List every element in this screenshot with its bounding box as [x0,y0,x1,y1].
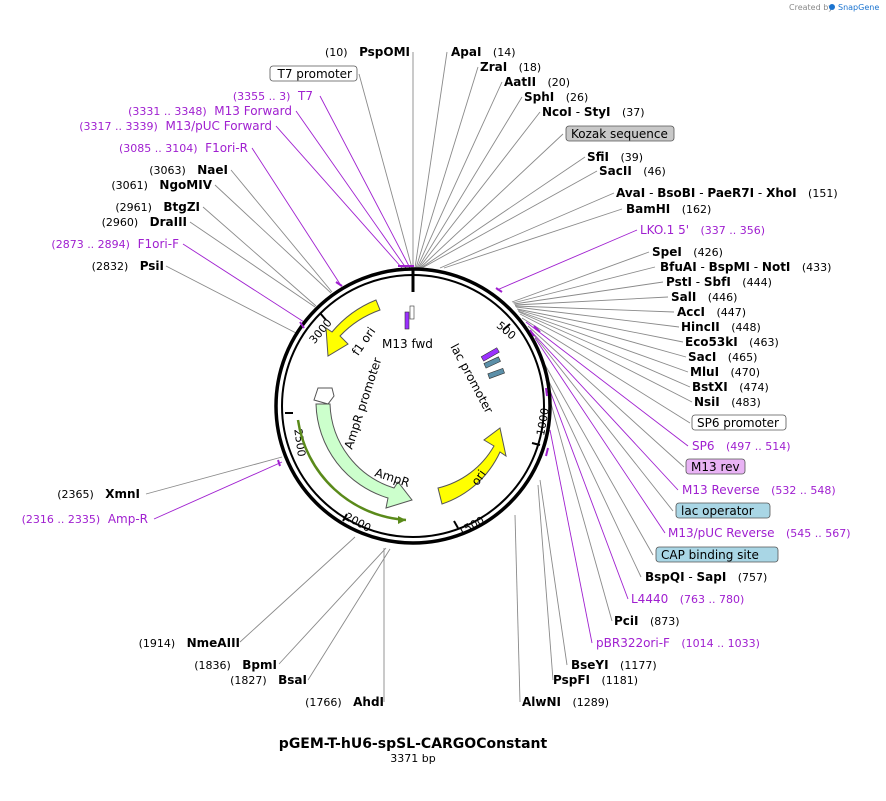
enzyme-label: SphI (26) [524,90,588,104]
plasmid-length: 3371 bp [390,752,435,765]
right-labels: ApaI (14)ZraI (18)AatII (20)SphI (26)Nco… [451,45,851,709]
leader-lines [145,51,693,703]
feature-label-bg [685,458,746,475]
feature-label-bg [269,65,358,82]
enzyme-label: Eco53kI (463) [685,335,779,349]
feature-label-bg [691,414,787,431]
enzyme-label: (1914) NmeAIII [139,636,240,650]
enzyme-label: PciI (873) [614,614,680,628]
enzyme-label: BseYI (1177) [571,658,657,672]
tick-label: 1500 [456,514,487,539]
enzyme-label: AccI (447) [677,305,746,319]
enzyme-label: (2960) DraIII [102,215,187,229]
feature-label: CAP binding site [661,548,759,562]
enzyme-label: AatII (20) [504,75,570,89]
primer-label: (3355 .. 3) T7 [233,89,313,103]
primer-label: SP6 (497 .. 514) [692,439,791,453]
ampr-promoter-arrow [313,387,335,405]
feature-label-box: M13 rev [685,458,746,475]
feature-label-box: CAP binding site [655,546,779,563]
lac-promoter-feature [480,347,505,379]
created-by-text: Created by [789,3,833,12]
f1-ori-arrow [325,299,381,357]
primer-label: LKO.1 5' (337 .. 356) [640,223,765,237]
enzyme-label: AvaI - BsoBI - PaeR7I - XhoI (151) [616,186,838,200]
enzyme-label: (2961) BtgZI [115,200,200,214]
primer-label: M13 Reverse (532 .. 548) [682,483,836,497]
enzyme-label: BamHI (162) [626,202,711,216]
feature-label-bg [675,502,771,519]
feature-label-box: T7 promoter [269,65,358,82]
primer-label: (2316 .. 2335) Amp-R [22,512,148,526]
enzyme-label: MluI (470) [690,365,760,379]
enzyme-label: BspQI - SapI (757) [645,570,767,584]
tick-label: 2500 [291,428,308,458]
enzyme-label: PstI - SbfI (444) [666,275,772,289]
primer-label: (2873 .. 2894) F1ori-F [51,237,179,251]
m13-fwd-feature [404,305,415,330]
snapgene-logo-icon [829,4,835,10]
enzyme-label: (3063) NaeI [149,163,228,177]
feature-label: M13 rev [691,460,740,474]
amp-r-primer-arrow [296,419,407,522]
primer-label: (3085 .. 3104) F1ori-R [119,141,248,155]
primer-label: M13/pUC Reverse (545 .. 567) [668,526,851,540]
primer-label: pBR322ori-F (1014 .. 1033) [596,636,760,650]
m13-fwd-label: M13 fwd [382,337,433,351]
enzyme-label: NsiI (483) [694,395,761,409]
ampr-promoter-label: AmpR promoter [342,356,385,451]
feature-label: SP6 promoter [697,416,779,430]
enzyme-label: (2832) PsiI [92,259,164,273]
feature-label: Kozak sequence [571,127,668,141]
plasmid-name: pGEM-T-hU6-spSL-CARGOConstant [279,736,548,752]
enzyme-label: (2365) XmnI [57,487,140,501]
enzyme-label: BstXI (474) [692,380,769,394]
ori-arrow [437,427,507,505]
enzyme-label: SacI (465) [688,350,757,364]
enzyme-label: PspFI (1181) [553,673,638,687]
enzyme-label: SalI (446) [671,290,737,304]
enzyme-label: NcoI - StyI (37) [542,105,645,119]
primer-marks [277,265,549,467]
tick-label: 1000 [534,407,552,437]
enzyme-label: SfiI (39) [587,150,643,164]
enzyme-label: ZraI (18) [480,60,541,74]
feature-label-box: SP6 promoter [691,414,787,431]
tick-marks [285,312,541,529]
feature-label-box: Kozak sequence [565,125,675,142]
enzyme-label: HincII (448) [681,320,761,334]
feature-label-box: lac operator [675,502,771,519]
left-labels: (10) PspOMI T7 promoter (3355 .. 3) T7(333… [22,45,410,709]
feature-label-bg [565,125,675,142]
feature-label: lac operator [681,504,754,518]
primer-label: (3331 .. 3348) M13 Forward [128,104,292,118]
feature-label-bg [655,546,779,563]
primer-label: L4440 (763 .. 780) [631,592,744,606]
enzyme-label: ApaI (14) [451,45,516,59]
enzyme-label: SpeI (426) [652,245,723,259]
snapgene-brand-text: SnapGene [838,3,879,12]
enzyme-label: SacII (46) [599,164,666,178]
enzyme-label: (1827) BsaI [230,673,307,687]
ampr-arrow [315,403,413,509]
enzyme-label: (10) PspOMI [325,45,410,59]
f1-ori-label: f1 ori [349,325,378,359]
enzyme-label: AlwNI (1289) [522,695,609,709]
enzyme-label: (1836) BpmI [194,658,277,672]
feature-label: T7 promoter [277,67,353,81]
enzyme-label: (1766) AhdI [305,695,384,709]
primer-label: (3317 .. 3339) M13/pUC Forward [79,119,272,133]
enzyme-label: BfuAI - BspMI - NotI (433) [660,260,831,274]
amp-r-primer-arrowhead [398,516,406,524]
enzyme-label: (3061) NgoMIV [111,178,212,192]
